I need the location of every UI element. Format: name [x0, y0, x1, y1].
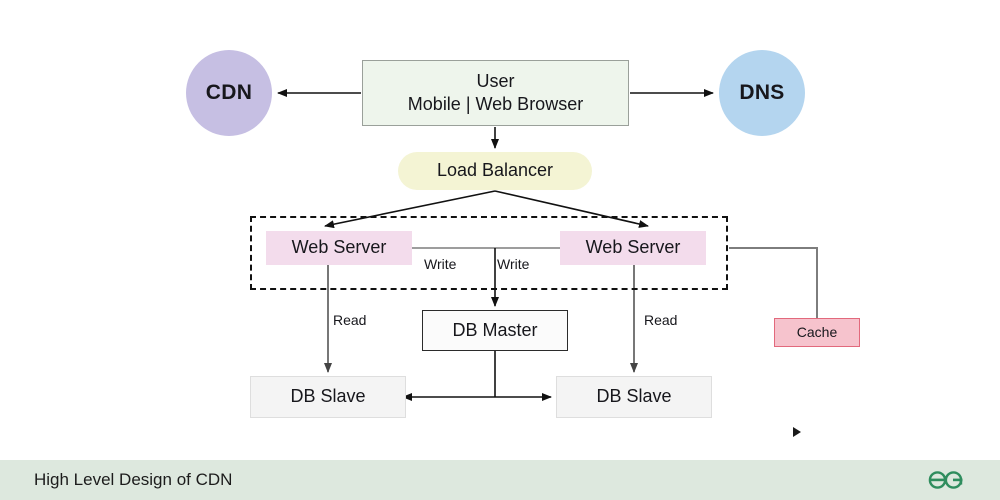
node-dns[interactable]: DNS: [719, 50, 805, 136]
cursor-arrow-icon: [793, 427, 801, 437]
node-cdn[interactable]: CDN: [186, 50, 272, 136]
node-db-slave-1-label: DB Slave: [290, 386, 366, 407]
node-user[interactable]: User Mobile | Web Browser: [362, 60, 629, 126]
node-user-label-primary: User: [476, 70, 515, 91]
node-db-slave-2[interactable]: DB Slave: [556, 376, 712, 418]
node-cache[interactable]: Cache: [774, 318, 860, 347]
node-web-server-2[interactable]: Web Server: [560, 231, 706, 265]
node-dns-label: DNS: [739, 80, 785, 104]
node-web-server-2-label: Web Server: [585, 237, 681, 258]
node-web-server-1-label: Web Server: [291, 237, 387, 258]
node-cdn-label: CDN: [205, 80, 253, 104]
node-db-master[interactable]: DB Master: [422, 310, 568, 351]
footer-caption: High Level Design of CDN: [34, 470, 233, 489]
edge-web-server-2-to-cache: [729, 247, 818, 318]
geeksforgeeks-logo: [928, 471, 963, 489]
node-db-slave-1[interactable]: DB Slave: [250, 376, 406, 418]
node-db-master-label: DB Master: [452, 319, 538, 340]
edge-load-balancer-to-web-server-1: [324, 190, 496, 229]
node-load-balancer-label: Load Balancer: [436, 160, 554, 181]
node-cache-label: Cache: [796, 323, 838, 340]
web-tier-group-boundary: [250, 216, 728, 290]
node-web-server-1[interactable]: Web Server: [266, 231, 412, 265]
node-load-balancer[interactable]: Load Balancer: [398, 152, 592, 190]
edge-load-balancer-to-web-server-2: [494, 190, 649, 228]
node-db-slave-2-label: DB Slave: [596, 386, 672, 407]
edge-label-read-left: Read: [333, 312, 367, 328]
edge-label-read-right: Read: [644, 312, 678, 328]
edge-label-write-right: Write: [497, 256, 530, 272]
footer-bar: High Level Design of CDN: [0, 460, 1000, 500]
edge-label-write-left: Write: [424, 256, 457, 272]
node-user-label-secondary: Mobile | Web Browser: [407, 94, 584, 114]
